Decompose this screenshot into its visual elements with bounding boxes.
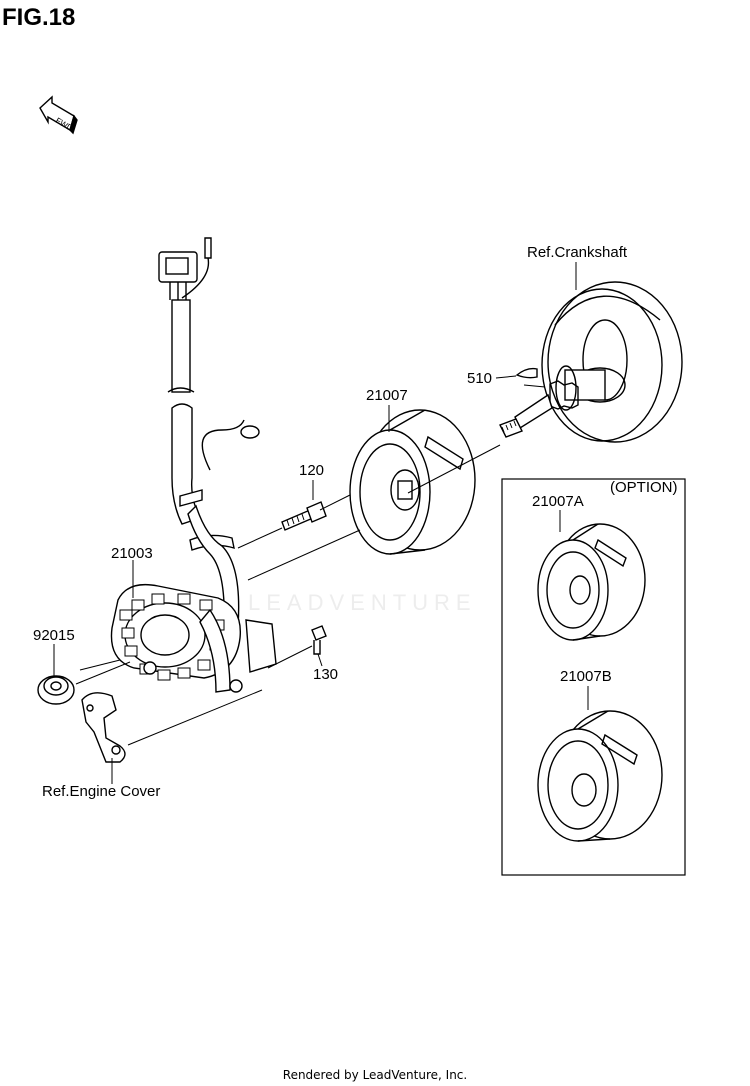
watermark: LEADVENTURE	[248, 590, 477, 615]
fwd-arrow-icon: FWD	[39, 95, 78, 135]
label-21007a: 21007A	[532, 493, 584, 510]
label-21007b: 21007B	[560, 668, 612, 685]
stator-part[interactable]	[110, 583, 277, 693]
bolt-130-part[interactable]	[311, 625, 327, 655]
option-title: (OPTION)	[610, 479, 678, 496]
label-510: 510	[467, 370, 493, 387]
crankshaft-part[interactable]	[499, 281, 683, 443]
rotor-part[interactable]	[349, 409, 476, 555]
rotor-b-part[interactable]	[537, 710, 663, 842]
label-crankshaft: Ref.Crankshaft	[527, 244, 628, 261]
footer-credit: Rendered by LeadVenture, Inc.	[282, 1068, 468, 1082]
option-box	[501, 478, 686, 876]
wiring-harness-part[interactable]	[158, 237, 260, 627]
figure-title: FIG.18	[2, 4, 76, 31]
label-engine-cover: Ref.Engine Cover	[42, 783, 161, 800]
label-21007: 21007	[366, 387, 408, 404]
bolt-120-part[interactable]	[281, 501, 327, 531]
label-130: 130	[313, 666, 339, 683]
woodruff-key-part[interactable]	[515, 367, 538, 379]
flange-nut-part[interactable]	[37, 675, 75, 705]
label-21003: 21003	[111, 545, 153, 562]
rotor-a-part[interactable]	[537, 523, 646, 641]
label-92015: 92015	[33, 627, 75, 644]
label-120: 120	[299, 462, 325, 479]
engine-cover-bracket-part[interactable]	[81, 692, 126, 763]
